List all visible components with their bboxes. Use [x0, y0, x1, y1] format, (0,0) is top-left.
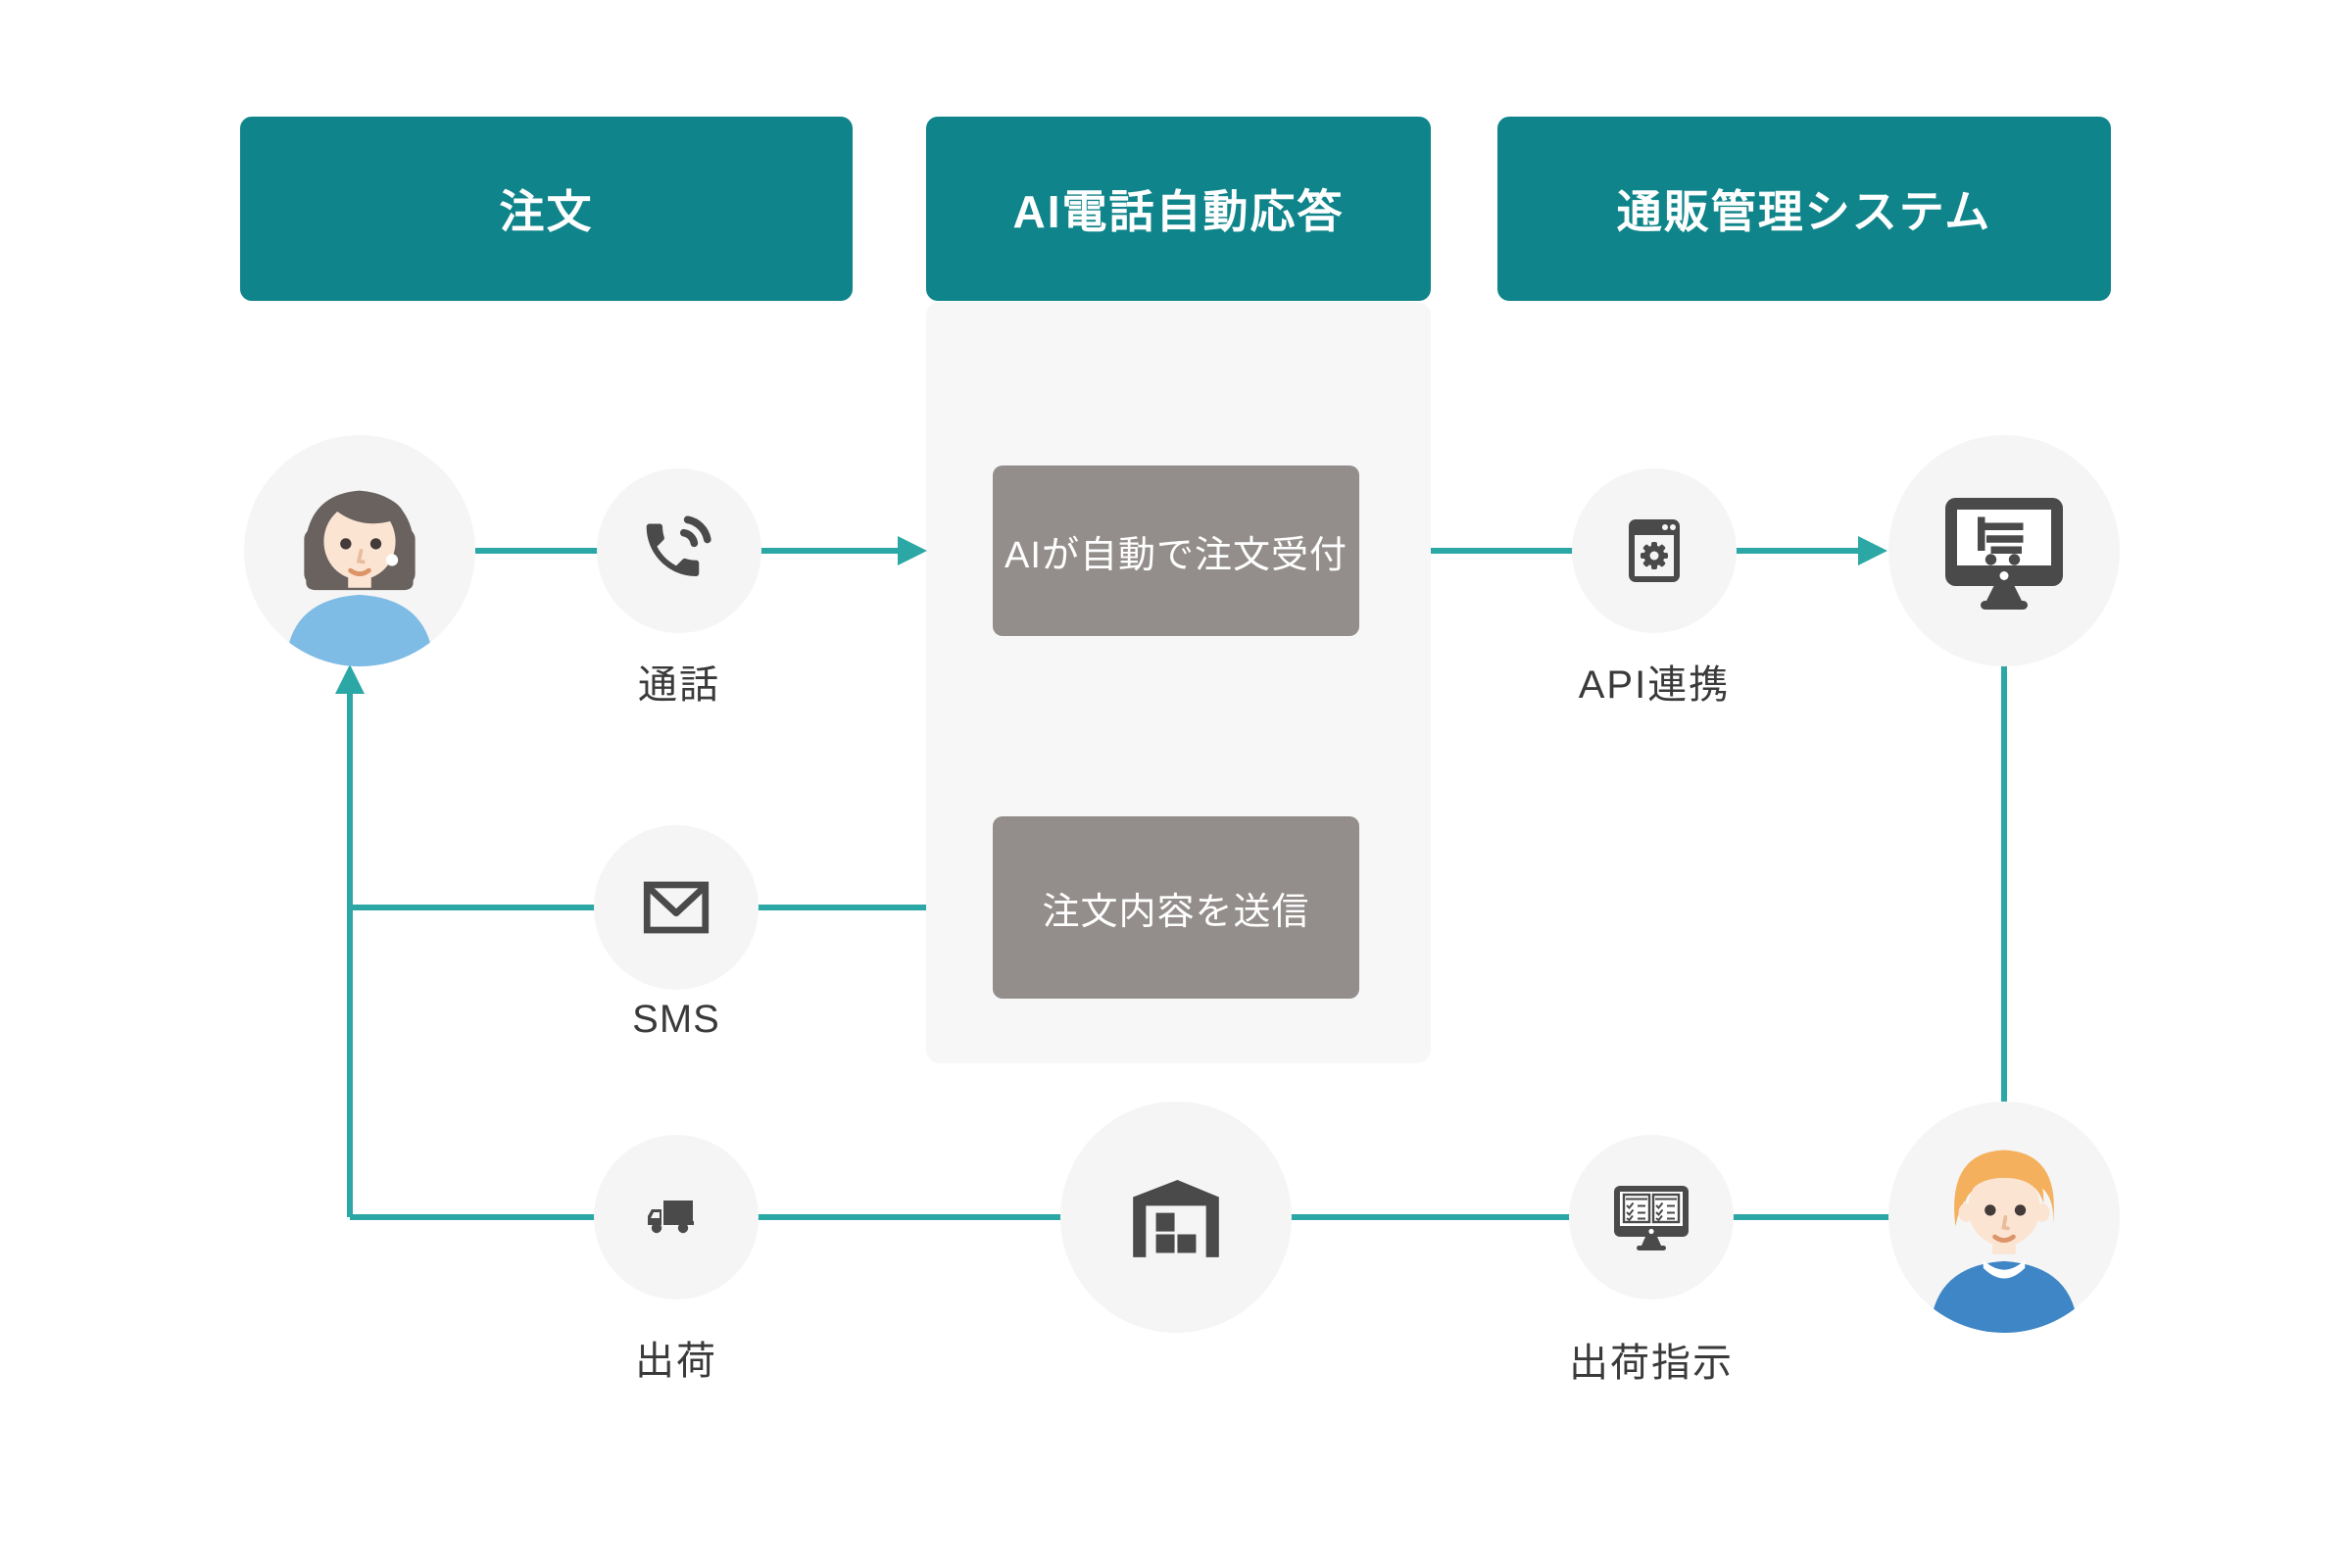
- process-box-send-order-label: 注文内容を送信: [1042, 891, 1310, 933]
- monitor-checklist-icon: [1614, 1186, 1689, 1250]
- shipping-node: [594, 1135, 759, 1299]
- shipping-instruction-node: [1569, 1135, 1734, 1299]
- process-box-ai-order-intake-label: AIが自動で注文受付: [1004, 534, 1348, 576]
- call-label: 通話: [638, 663, 720, 707]
- phone-icon: [646, 515, 711, 577]
- header-order-label: 注文: [499, 186, 594, 237]
- warehouse-node: [1060, 1102, 1292, 1333]
- envelope-icon: [643, 881, 710, 934]
- api-link-label: API連携: [1578, 663, 1731, 707]
- shipping-label: 出荷: [635, 1340, 717, 1383]
- sms-node: [594, 825, 759, 990]
- header-oms-label: 通販管理システム: [1616, 186, 1992, 237]
- operator-node: [1888, 1102, 2120, 1333]
- customer-node: [244, 435, 475, 666]
- call-node: [597, 468, 761, 633]
- arrowhead-into-ai: [898, 536, 927, 565]
- sms-label: SMS: [632, 998, 720, 1041]
- header-ai-phone: AI電話自動応答: [926, 117, 1431, 301]
- warehouse-icon: [1133, 1180, 1219, 1257]
- man-avatar-icon: [1930, 1150, 2079, 1333]
- shipping-instruction-label: 出荷指示: [1569, 1342, 1734, 1385]
- woman-avatar-icon: [285, 490, 434, 666]
- header-ai-phone-label: AI電話自動応答: [1012, 186, 1345, 237]
- ec-system-node: [1888, 435, 2120, 666]
- arrowhead-into-ec: [1858, 536, 1887, 565]
- process-box-ai-order-intake: AIが自動で注文受付: [993, 466, 1359, 636]
- header-oms: 通販管理システム: [1497, 117, 2111, 301]
- monitor-cart-icon: [1945, 498, 2063, 610]
- browser-gear-icon: [1629, 519, 1680, 582]
- header-order: 注文: [240, 117, 853, 301]
- process-box-send-order: 注文内容を送信: [993, 816, 1359, 999]
- arrowhead-into-customer: [335, 664, 365, 694]
- api-link-node: [1572, 468, 1737, 633]
- truck-icon: [648, 1200, 694, 1234]
